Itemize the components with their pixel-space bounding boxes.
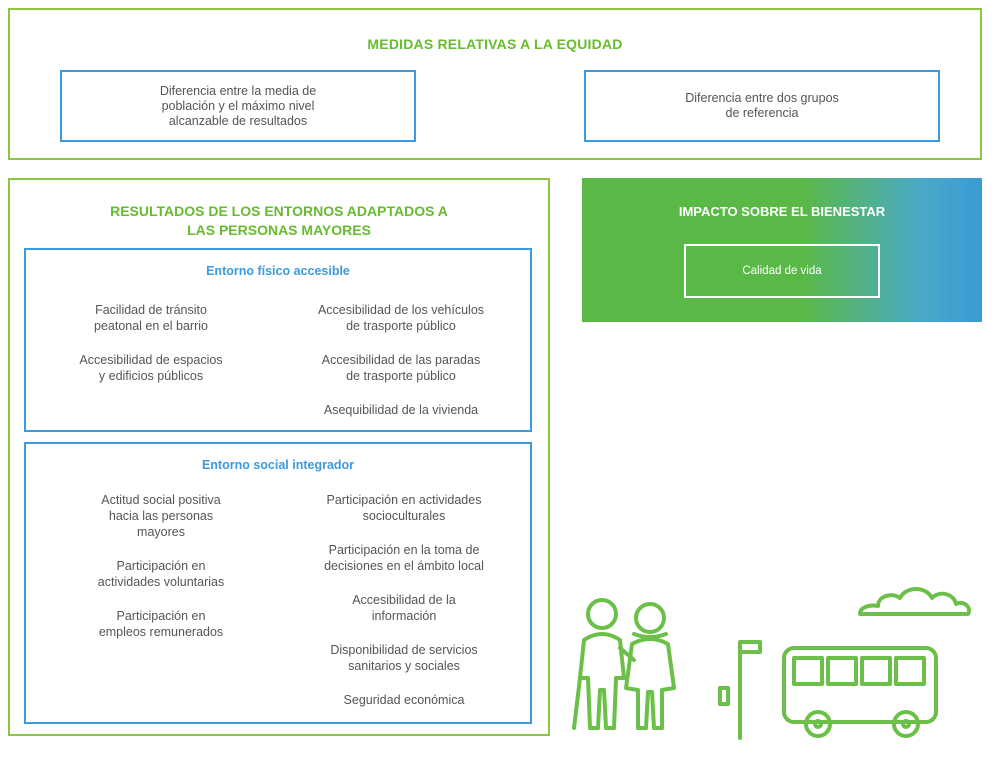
item-line: Accesibilidad de espacios [79,353,223,367]
item-line: y edificios públicos [98,369,204,383]
social-environment-box: Entorno social integrador Actitud social… [24,442,532,724]
item-line: empleos remunerados [98,625,224,639]
item-line: hacia las personas [108,509,214,523]
item-line: de trasporte público [346,319,456,333]
item-line: Seguridad económica [343,693,465,707]
equity-box-population-gap: Diferencia entre la media de población y… [60,70,416,142]
item-line: Actitud social positiva [101,493,221,507]
equity-box-group-difference: Diferencia entre dos grupos de referenci… [584,70,940,142]
equity-title: MEDIDAS RELATIVAS A LA EQUIDAD [367,36,623,52]
illustration [572,587,971,740]
quality-of-life-box: Calidad de vida [684,244,880,298]
equity-box-line: alcanzable de resultados [168,113,308,128]
impact-panel: IMPACTO SOBRE EL BIENESTAR Calidad de vi… [582,178,982,322]
social-item: Participación en actividades sociocultur… [284,492,524,524]
equity-box-line: población y el máximo nivel [161,98,315,113]
item-line: Disponibilidad de servicios [330,643,478,657]
item-line: Accesibilidad de las paradas [321,353,481,367]
bus-stop-icon [718,640,762,740]
item-line: peatonal en el barrio [94,319,208,333]
impact-title: IMPACTO SOBRE EL BIENESTAR [678,204,886,219]
physical-item: Asequibilidad de la vivienda [276,402,526,418]
results-title: RESULTADOS DE LOS ENTORNOS ADAPTADOS A L… [30,202,528,240]
item-line: Asequibilidad de la vivienda [323,403,479,417]
social-item: Participación en la toma de decisiones e… [284,542,524,574]
equity-box-line: Diferencia entre dos grupos [685,91,839,105]
cloud-icon [858,587,971,616]
item-line: socioculturales [362,509,446,523]
social-item: Disponibilidad de servicios sanitarios y… [284,642,524,674]
results-panel: RESULTADOS DE LOS ENTORNOS ADAPTADOS A L… [8,178,550,736]
item-line: Participación en la toma de [328,543,480,557]
physical-item: Accesibilidad de los vehículos de traspo… [276,302,526,334]
social-item: Actitud social positiva hacia las person… [36,492,286,540]
item-line: Facilidad de tránsito [95,303,207,317]
physical-item: Accesibilidad de espacios y edificios pú… [36,352,266,384]
results-title-line: LAS PERSONAS MAYORES [187,222,371,238]
item-line: Accesibilidad de la [352,593,456,607]
item-line: información [371,609,437,623]
physical-environment-title: Entorno físico accesible [206,264,350,278]
equity-box-line: Diferencia entre la media de [159,83,317,98]
item-line: Participación en actividades [326,493,482,507]
item-line: Participación en [116,609,206,623]
physical-environment-box: Entorno físico accesible Facilidad de tr… [24,248,532,432]
physical-item: Facilidad de tránsito peatonal en el bar… [36,302,266,334]
equity-measures-panel: MEDIDAS RELATIVAS A LA EQUIDAD Diferenci… [8,8,982,160]
item-line: actividades voluntarias [97,575,225,589]
item-line: sanitarios y sociales [348,659,460,673]
social-item: Accesibilidad de la información [284,592,524,624]
social-item: Participación en empleos remunerados [36,608,286,640]
bus-icon [782,646,938,738]
elderly-couple-icon [572,598,676,730]
physical-item: Accesibilidad de las paradas de trasport… [276,352,526,384]
item-line: Accesibilidad de los vehículos [317,303,485,317]
results-title-line: RESULTADOS DE LOS ENTORNOS ADAPTADOS A [110,203,448,219]
item-line: mayores [137,525,185,539]
item-line: de trasporte público [346,369,456,383]
item-line: Participación en [116,559,206,573]
social-item: Participación en actividades voluntarias [36,558,286,590]
item-line: decisiones en el ámbito local [324,559,484,573]
equity-box-line: de referencia [725,106,799,120]
social-environment-title: Entorno social integrador [201,458,355,472]
social-item: Seguridad económica [284,692,524,708]
